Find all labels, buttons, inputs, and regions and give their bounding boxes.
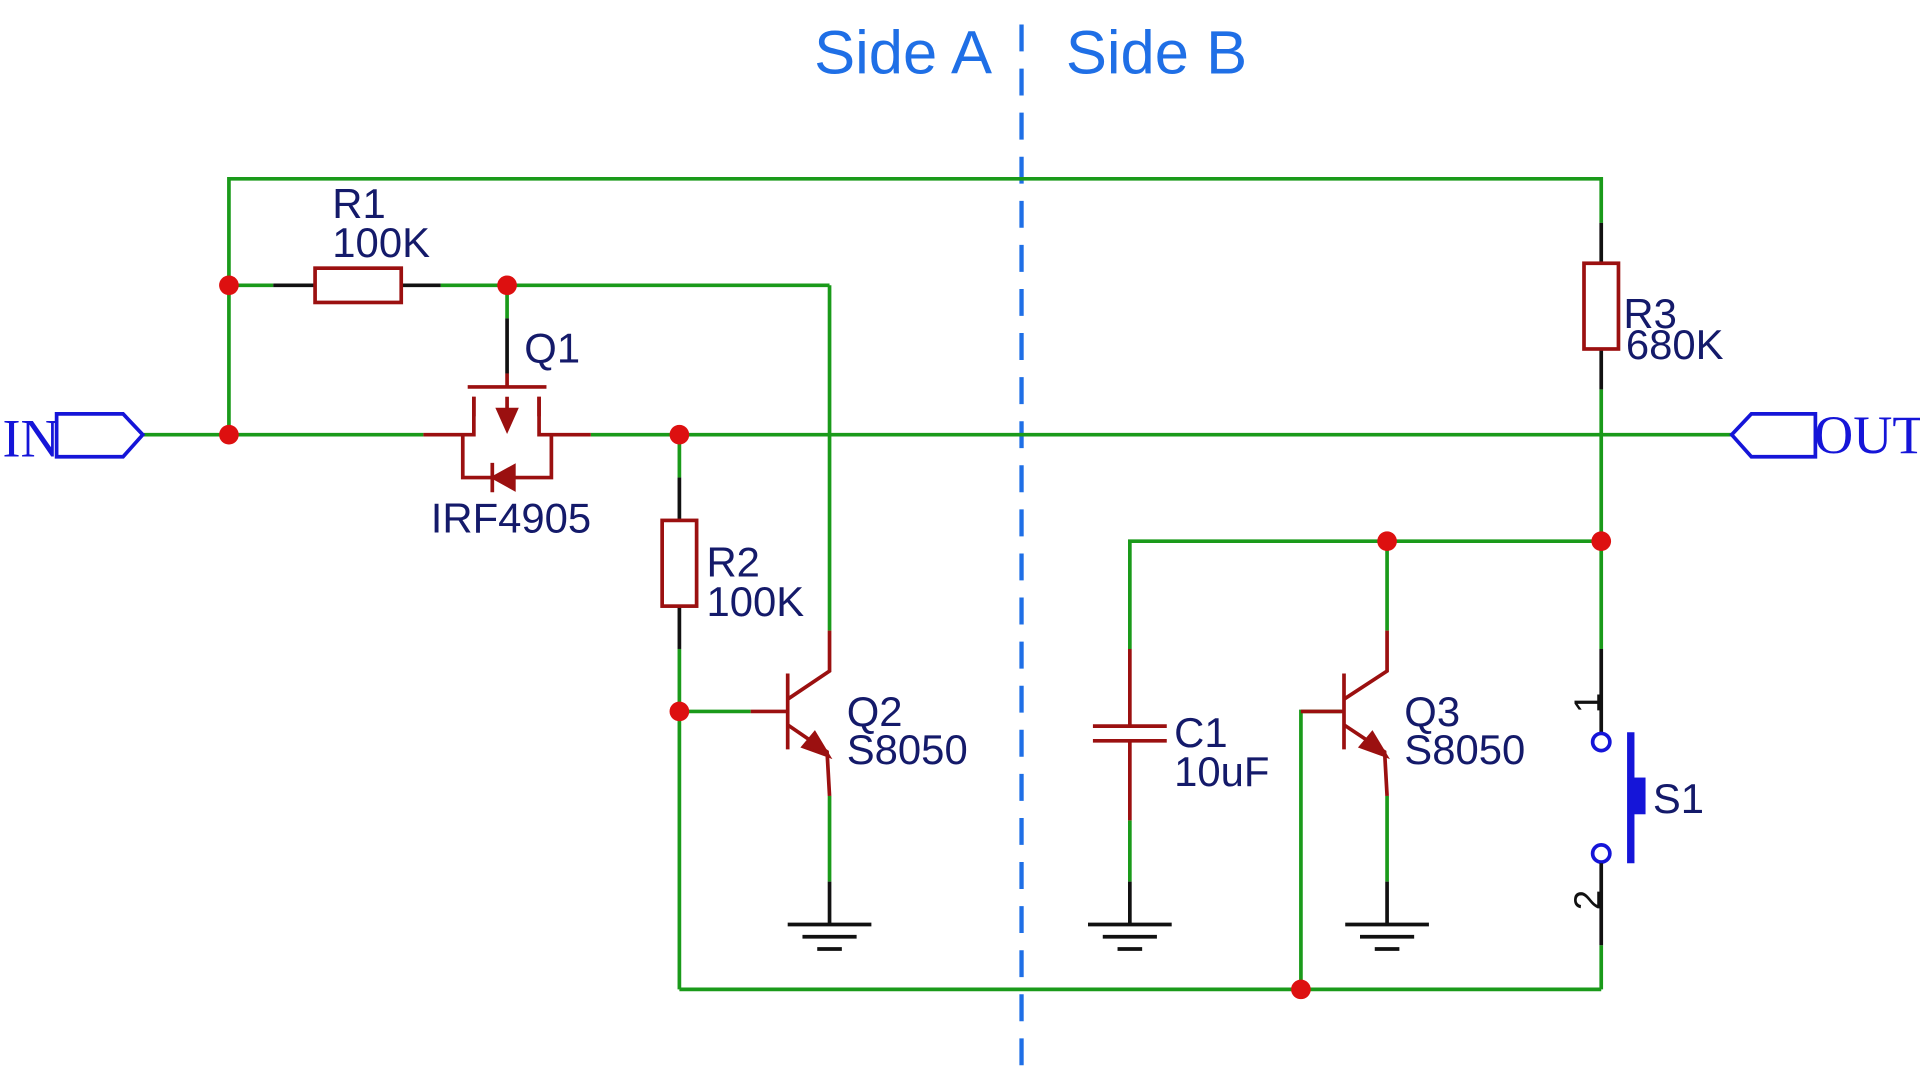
- q2-ref: Q2: [847, 688, 903, 735]
- junction-dot: [497, 275, 517, 296]
- q1-value: IRF4905: [431, 495, 591, 542]
- in-port: IN: [2, 409, 146, 469]
- r3-ref: R3: [1623, 290, 1676, 337]
- mosfet-q1: Q1 IRF4905: [423, 318, 591, 542]
- junction-dot: [1291, 979, 1311, 1000]
- r1-ref: R1: [332, 180, 385, 227]
- junction-dot: [1591, 531, 1612, 552]
- side-b-label: Side B: [1066, 19, 1247, 88]
- junction-dot: [669, 424, 690, 445]
- in-port-label: IN: [2, 409, 59, 469]
- resistor-r3: R3 680K: [1582, 222, 1724, 390]
- out-port-label: OUT: [1814, 405, 1920, 465]
- resistor-r2: R2 100K: [660, 477, 804, 649]
- transistor-q3: Q3 S8050: [1300, 630, 1525, 797]
- resistor-r1: R1 100K: [273, 180, 441, 305]
- c1-value: 10uF: [1174, 748, 1269, 795]
- s1-pin1-label: 1: [1567, 693, 1608, 713]
- junction-dot: [669, 701, 690, 722]
- r2-ref: R2: [706, 539, 759, 586]
- junction-dot: [219, 275, 239, 296]
- side-a-label: Side A: [814, 19, 992, 88]
- capacitor-c1: C1 10uF: [1092, 648, 1269, 821]
- q3-ref: Q3: [1404, 688, 1460, 735]
- c1-ref: C1: [1174, 709, 1227, 756]
- junctions: [219, 275, 1612, 1000]
- out-port: OUT: [1729, 405, 1920, 465]
- wires: [142, 176, 1732, 992]
- switch-s1: S1 1 2: [1567, 648, 1704, 946]
- ground-q3: [1345, 881, 1429, 951]
- q2-value: S8050: [847, 726, 968, 773]
- junction-dot: [1377, 531, 1397, 552]
- transistor-q2: Q2 S8050: [750, 630, 968, 797]
- r1-value: 100K: [332, 219, 430, 266]
- junction-dot: [219, 424, 239, 445]
- s1-ref: S1: [1653, 775, 1704, 822]
- r3-value: 680K: [1626, 321, 1724, 368]
- q1-ref: Q1: [524, 325, 580, 372]
- s1-pin2-label: 2: [1567, 890, 1608, 910]
- ground-q2: [787, 881, 872, 951]
- q3-value: S8050: [1404, 726, 1525, 773]
- r2-value: 100K: [706, 578, 804, 625]
- ground-c1: [1088, 881, 1172, 951]
